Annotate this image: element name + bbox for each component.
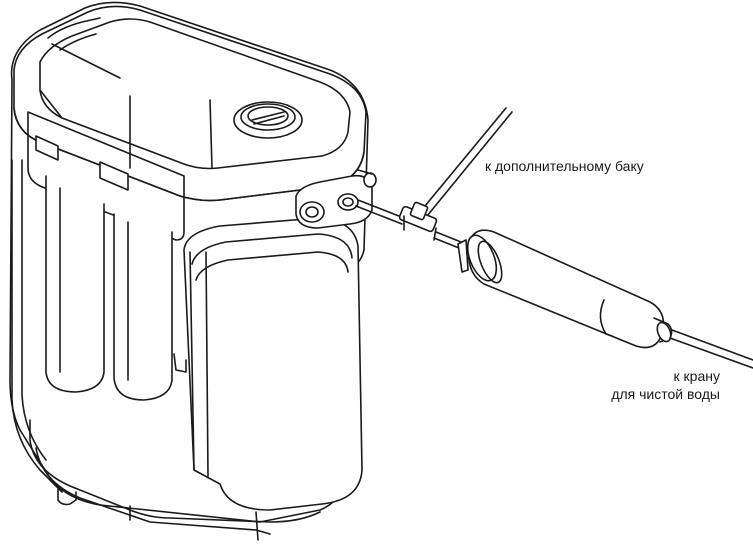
unit-base-foot: [57, 487, 77, 506]
label-faucet: к крану для чистой воды: [611, 367, 720, 403]
tube-to-extra-tank: [419, 107, 513, 217]
unit-left-inner-edge: [21, 159, 47, 461]
unit-lid-seam: [129, 95, 213, 169]
tubing: [355, 107, 513, 251]
lid-knob: [233, 101, 303, 139]
unit-front-panel: [27, 111, 185, 241]
post-filter: [457, 229, 753, 369]
unit-base: [29, 419, 321, 523]
cartridge-left: [45, 175, 105, 393]
tube-to-tee: [355, 199, 405, 225]
unit-base-lower: [35, 447, 271, 535]
slot-middle: [99, 161, 129, 191]
unit-left-edge: [11, 159, 63, 493]
tee-fitting: [398, 201, 438, 241]
slot-left: [35, 135, 59, 161]
cartridge-middle: [113, 213, 173, 401]
label-faucet-line1: к крану: [673, 368, 720, 384]
filter-unit: [9, 1, 377, 541]
unit-lid-groove: [47, 17, 121, 79]
label-faucet-line2: для чистой воды: [611, 386, 720, 402]
cartridge-front: [183, 217, 363, 511]
label-extra-tank: к дополнительному баку: [485, 158, 644, 174]
unit-lid-edge: [13, 107, 365, 202]
side-ports: [295, 169, 377, 229]
tube-to-faucet: [669, 329, 753, 369]
